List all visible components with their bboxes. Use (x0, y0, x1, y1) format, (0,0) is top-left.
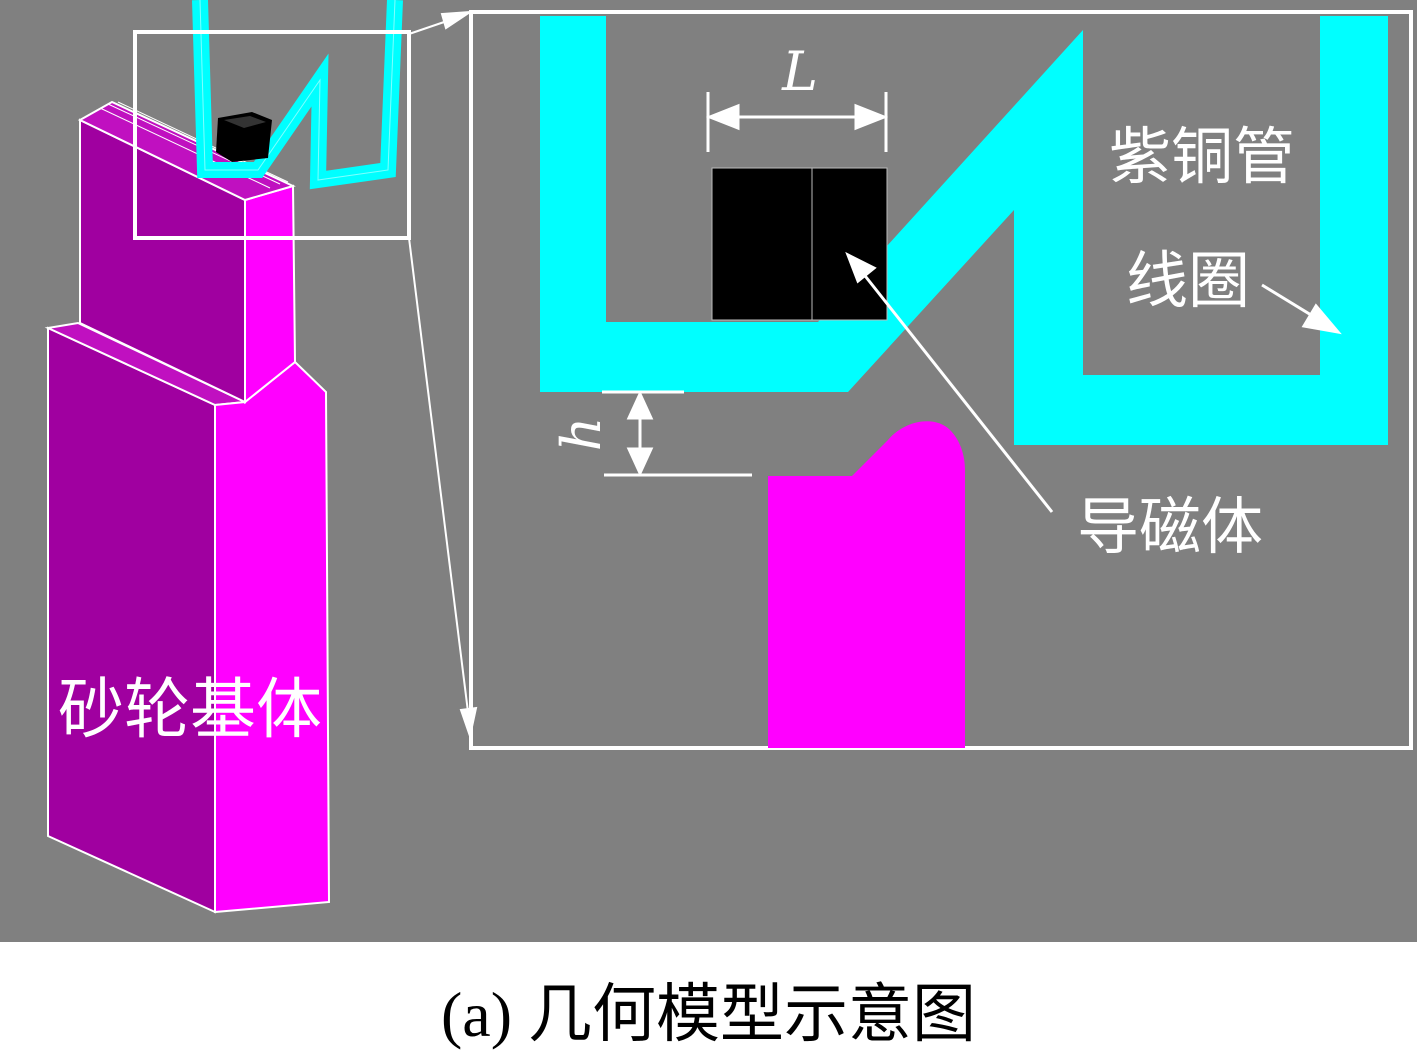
dimension-l-label: L (781, 40, 818, 103)
figure-caption: (a) 几何模型示意图 (440, 979, 977, 1050)
dimension-l-marker (705, 92, 889, 152)
magnetic-conductor-label: 导磁体 (1077, 490, 1263, 563)
geometry-model-figure: L h 紫铜管 线圈 导磁体 砂轮基体 (0, 0, 1417, 942)
small-conductor (216, 112, 272, 162)
dimension-h-label: h (550, 417, 613, 452)
wheel-lower-side-face (47, 326, 216, 914)
zoom-source-box (133, 30, 411, 240)
coil-label: 线圈 (1126, 244, 1250, 317)
copper-tube-label: 紫铜管 (1109, 120, 1295, 193)
small-coil (192, 0, 403, 190)
grinding-wheel-label: 砂轮基体 (58, 671, 322, 748)
dimension-h-marker (602, 390, 752, 477)
wheel-lower-front-face (214, 360, 331, 914)
magnetic-conductor-leader (845, 251, 1054, 513)
coil-shape (540, 16, 1388, 445)
magnetic-conductor (711, 167, 888, 321)
wheel-tip (768, 421, 965, 748)
grinding-wheel-3d (44, 100, 331, 914)
zoom-connectors (408, 10, 478, 740)
coil-arrow (1261, 283, 1342, 335)
